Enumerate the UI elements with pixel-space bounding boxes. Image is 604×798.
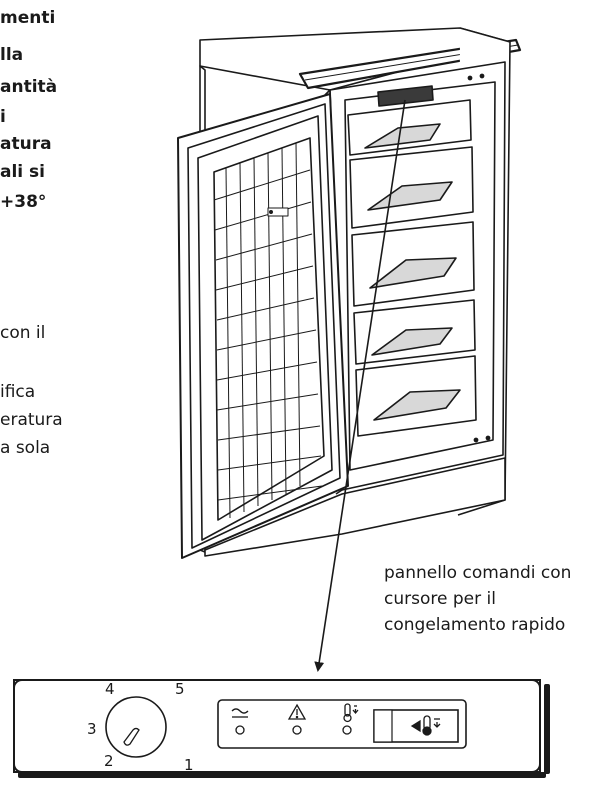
left-text-line-6: ali si [0,162,45,182]
left-text-line-3: antità [0,77,58,97]
dial-number-3: 3 [87,720,97,738]
fast-freeze-icon [410,715,441,736]
freezer-door [177,93,349,559]
thermometer-down-icon [342,703,359,735]
dial-number-5: 5 [175,680,185,698]
drawer-4 [353,299,476,365]
warning-triangle-icon [287,703,307,735]
dial-number-4: 4 [105,680,115,698]
dial-number-2: 2 [104,752,114,770]
temperature-dial [105,696,167,758]
left-text-line-7: +38° [0,192,47,212]
callout-arrow [314,99,406,672]
left-text-line-5: atura [0,134,52,154]
left-text-line-8: con il [0,323,46,343]
left-text-line-1: menti [0,8,56,28]
dial-number-1: 1 [184,756,194,774]
left-text-line-9: ifica [0,382,36,402]
control-display [377,85,434,107]
left-text-line-11: a sola [0,438,51,458]
left-text-line-2: lla [0,45,24,65]
left-text-line-10: eratura [0,410,63,430]
left-text-line-4: i [0,107,6,127]
callout-line-1: pannello comandi con [384,563,572,583]
callout-text: pannello comandi con cursore per il cong… [384,560,571,638]
control-panel: 4 5 3 2 1 [13,679,550,778]
callout-line-3: congelamento rapido [384,615,566,635]
callout-line-2: cursore per il [384,589,496,609]
wave-icon [231,708,249,735]
drawer-1 [347,99,472,156]
